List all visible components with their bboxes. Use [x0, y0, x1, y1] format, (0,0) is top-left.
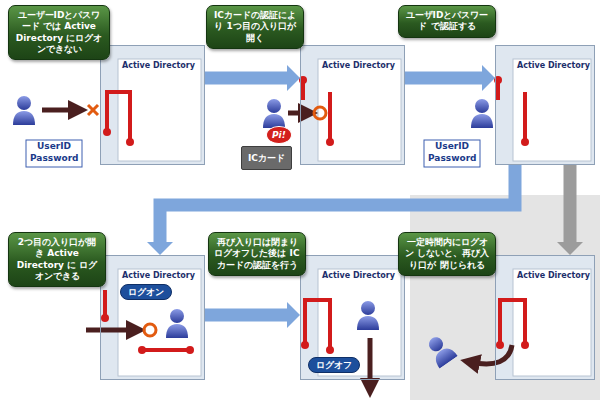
flow-arrow-head: [147, 242, 173, 255]
credential-box: [26, 140, 82, 167]
panel-title: Active Directory: [517, 271, 590, 280]
user-icon: [423, 332, 458, 368]
flow-arrow-head: [482, 65, 495, 91]
user-icon: [13, 96, 35, 125]
credential-label: UserID: [37, 141, 71, 151]
gate-end: [521, 341, 529, 349]
caption-box: 再び入り口は閉まり ログオフした後は ICカードの認証を行う: [208, 232, 306, 276]
caption-box: 2つ目の入り口が開き Active Directory に ログオンできる: [8, 232, 106, 287]
caption-box: ICカードの認証により 1つ目の入り口が開く: [206, 5, 304, 49]
caption-box: 一定時間内にログオン しないと、再び入り口が 閉じられる: [398, 232, 496, 276]
beep-bubble: Pi!: [266, 126, 292, 144]
access-arrow: [86, 328, 136, 333]
leave-arrow: [368, 338, 373, 388]
user-icon: [471, 99, 493, 128]
access-arrow: [288, 111, 308, 116]
open-mark: [314, 107, 326, 119]
directory-panel: Active Directory: [495, 255, 595, 380]
user-icon: [166, 309, 188, 338]
panel-pane: [513, 59, 591, 161]
flow-arrow: [405, 65, 495, 91]
credential-label: Password: [30, 153, 79, 163]
caption-text: 一定時間内にログオン しないと、再び入り口が 閉じられる: [404, 237, 490, 271]
gate-bar: [103, 290, 107, 318]
gate-end: [521, 138, 529, 146]
flow-arrow-shaft: [564, 165, 577, 242]
credential-label: Password: [428, 153, 477, 163]
flow-arrow-shaft: [205, 309, 287, 322]
flow-arrow-shaft: [405, 72, 482, 85]
gate-end: [126, 138, 134, 146]
directory-panel: Active Directory: [100, 45, 205, 165]
panel-frame: [100, 45, 205, 165]
directory-panel: Active Directory: [495, 45, 595, 165]
panel-title: Active Directory: [517, 61, 590, 70]
panel-frame: [495, 255, 595, 380]
gate-end: [301, 341, 309, 349]
panel-title: Active Directory: [122, 61, 200, 70]
gate-end: [101, 314, 109, 322]
panel-title: Active Directory: [322, 61, 400, 70]
flow-arrow: [205, 302, 300, 328]
deny-stroke: [88, 105, 98, 115]
panel-pane: [318, 59, 401, 161]
gate-bar: [523, 92, 527, 142]
gate-bar: [328, 92, 332, 142]
gate-end: [496, 341, 504, 349]
eject-arrow: [470, 345, 512, 364]
deny-stroke: [88, 105, 98, 115]
panel-frame: [300, 255, 405, 380]
gate-end: [103, 128, 111, 136]
credential-label: UserID: [435, 141, 469, 151]
panel-title: Active Directory: [322, 271, 400, 280]
gate-end: [326, 138, 334, 146]
panel-frame: [495, 45, 595, 165]
action-badge: ログオン: [120, 284, 172, 300]
gate: [107, 92, 130, 142]
gate-end: [326, 346, 334, 354]
access-arrow: [42, 108, 78, 113]
gate-end: [186, 346, 194, 354]
panel-frames: [100, 45, 595, 380]
credential-box: [424, 140, 480, 167]
caption-text: ユーザーIDとパスワード では Active Directory にログオンでき…: [14, 10, 104, 55]
action-badge: ログオフ: [308, 357, 360, 373]
user-icon: [263, 99, 285, 128]
gate-bar: [305, 300, 330, 350]
flow-arrow-shaft: [160, 165, 515, 242]
flow-arrow-head: [287, 302, 300, 328]
gate-bar: [500, 300, 525, 345]
flow-arrow-head: [287, 65, 300, 91]
caption-text: 再び入り口は閉まり ログオフした後は ICカードの認証を行う: [214, 237, 300, 271]
gate-end: [138, 346, 146, 354]
gate-bar: [142, 348, 190, 352]
panel-frame: [100, 255, 205, 380]
gate-bar: [107, 92, 130, 142]
directory-panel: Active Directory: [300, 45, 405, 165]
flow-arrow: [557, 165, 583, 255]
user-icon: [357, 301, 379, 330]
directory-panel: Active Directory: [100, 255, 205, 380]
panel-pane: [118, 269, 201, 376]
flow-arrow-head: [557, 242, 583, 255]
open-mark: [144, 324, 156, 336]
caption-box: ユーザIDとパスワード で認証する: [398, 5, 496, 38]
caption-text: ICカードの認証により 1つ目の入り口が開く: [212, 10, 298, 44]
flow-arrow: [205, 65, 300, 91]
caption-text: ユーザIDとパスワード で認証する: [404, 10, 490, 33]
deny-mark: [88, 105, 98, 115]
panel-title: Active Directory: [122, 271, 200, 280]
ic-card: ICカード: [241, 146, 292, 170]
caption-text: 2つ目の入り口が開き Active Directory に ログオンできる: [14, 237, 100, 282]
caption-box: ユーザーIDとパスワード では Active Directory にログオンでき…: [8, 5, 110, 60]
panel-frame: [300, 45, 405, 165]
flow-arrow-shaft: [205, 72, 287, 85]
gate-ends: [103, 128, 134, 146]
